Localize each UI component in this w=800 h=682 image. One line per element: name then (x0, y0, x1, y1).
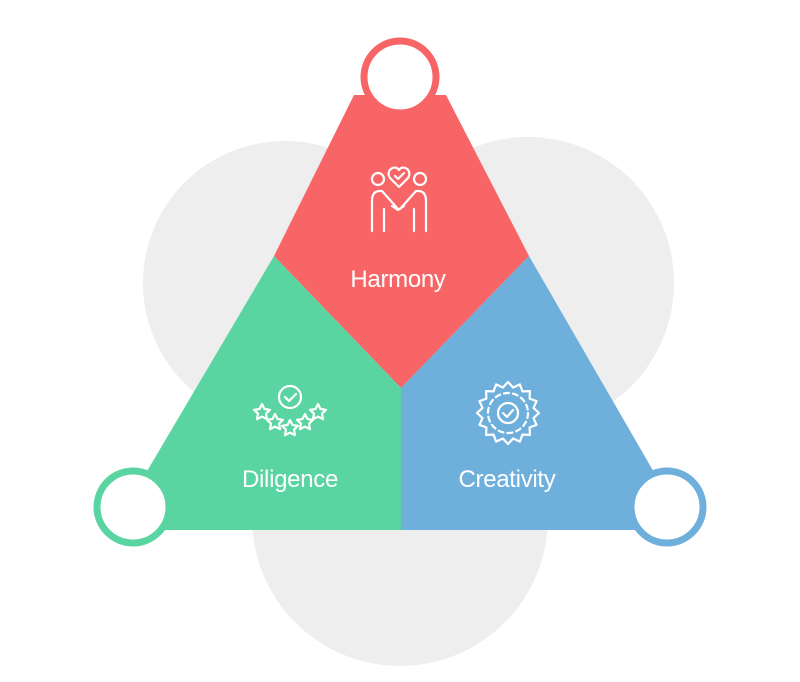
badge-check-icon (475, 380, 541, 446)
segment-label-creativity: Creativity (458, 466, 555, 493)
vertex-ring-left (93, 467, 173, 547)
stars-check-icon (252, 384, 328, 437)
segment-diligence (130, 256, 401, 530)
segment-label-diligence: Diligence (242, 466, 338, 493)
segment-harmony (274, 95, 529, 388)
segment-creativity (401, 256, 670, 530)
vertex-ring-top (360, 37, 440, 117)
handshake-heart-icon (370, 166, 428, 233)
segment-label-harmony: Harmony (350, 266, 446, 293)
vertex-ring-right (627, 467, 707, 547)
